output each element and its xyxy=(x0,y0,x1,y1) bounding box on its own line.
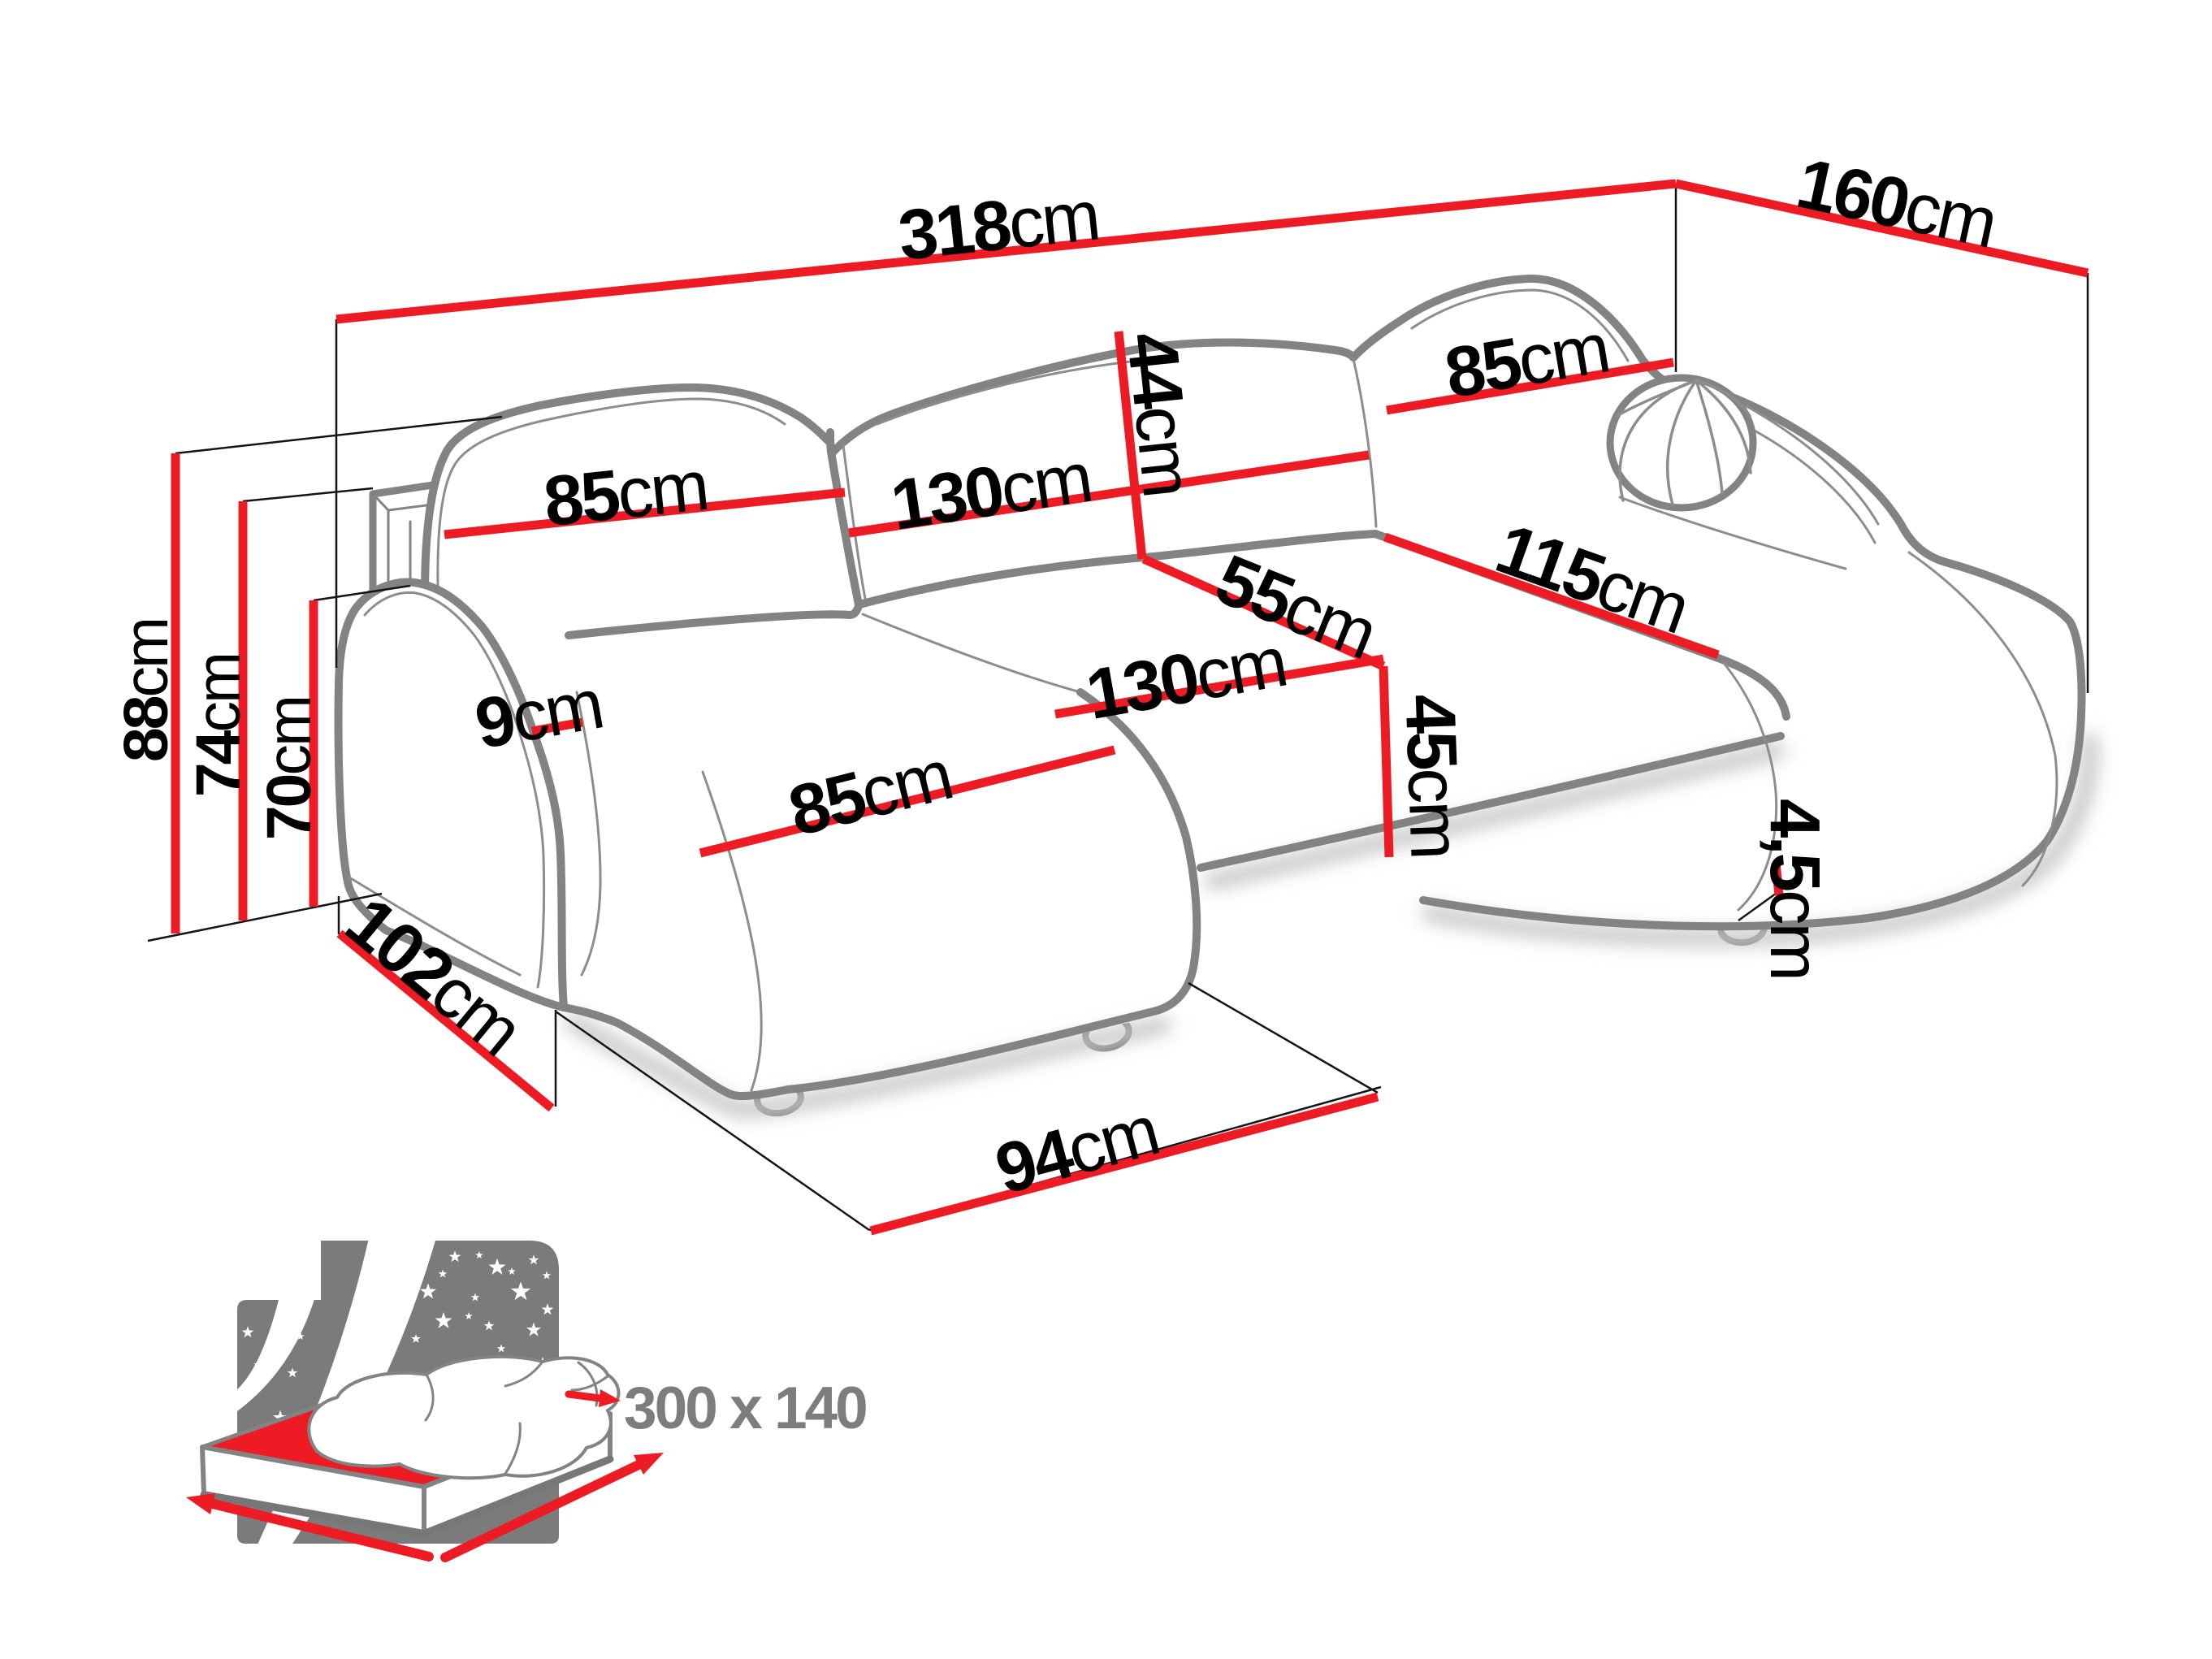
svg-text:70cm: 70cm xyxy=(254,697,324,840)
svg-text:74cm: 74cm xyxy=(184,654,253,797)
svg-text:88cm: 88cm xyxy=(111,619,181,762)
svg-text:4,5cm: 4,5cm xyxy=(1755,799,1834,979)
svg-text:45cm: 45cm xyxy=(1391,693,1475,859)
svg-text:300 x 140: 300 x 140 xyxy=(624,1375,866,1441)
svg-text:85cm: 85cm xyxy=(540,446,711,541)
svg-text:44cm: 44cm xyxy=(1112,329,1207,500)
svg-text:318cm: 318cm xyxy=(894,176,1102,275)
